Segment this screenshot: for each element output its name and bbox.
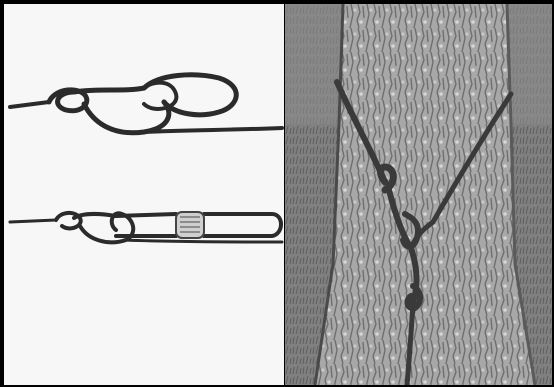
carabiner-icon: [176, 212, 204, 238]
figure-eight-loop-knot: [10, 75, 282, 133]
knot-illustration-panel: [4, 4, 284, 385]
tree-photo-svg: [285, 4, 552, 385]
knot-illustrations-svg: [4, 4, 284, 385]
tree-photo-panel: [285, 4, 552, 385]
tree-trunk: [315, 4, 535, 385]
carabiner-hitch-knot: [10, 213, 282, 242]
